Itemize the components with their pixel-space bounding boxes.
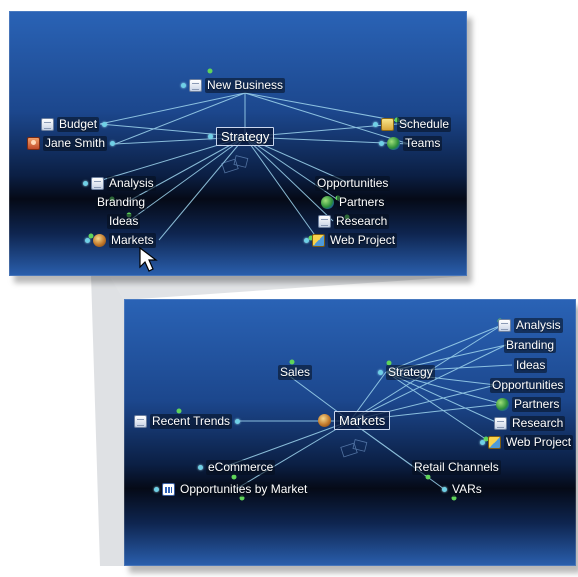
web-project-icon bbox=[488, 436, 501, 449]
document-icon bbox=[498, 319, 511, 332]
node-handle[interactable] bbox=[378, 370, 383, 375]
node-research[interactable]: Research bbox=[494, 416, 566, 431]
node-label: Analysis bbox=[107, 176, 156, 191]
node-opportunities-by-market[interactable]: Opportunities by Market bbox=[154, 482, 310, 497]
node-label: Schedule bbox=[397, 117, 452, 132]
node-handle[interactable] bbox=[442, 487, 447, 492]
node-label: Web Project bbox=[328, 233, 398, 248]
node-handle[interactable] bbox=[304, 238, 309, 243]
node-label: Budget bbox=[57, 117, 100, 132]
overview-map-panel[interactable]: Strategy New Business Budget Jane Smith … bbox=[9, 11, 467, 276]
node-label: Opportunities bbox=[315, 176, 391, 191]
node-label: Retail Channels bbox=[412, 460, 501, 475]
web-project-icon bbox=[312, 234, 325, 247]
node-label: Markets bbox=[109, 233, 156, 248]
node-teams[interactable]: Teams bbox=[379, 136, 443, 151]
document-icon bbox=[189, 79, 202, 92]
node-handle[interactable] bbox=[110, 141, 116, 146]
node-handle[interactable] bbox=[154, 487, 159, 492]
node-recent-trends[interactable]: Recent Trends bbox=[134, 414, 241, 429]
spreadsheet-icon bbox=[381, 118, 394, 131]
node-vars[interactable]: VARs bbox=[442, 482, 484, 497]
node-analysis[interactable]: Analysis bbox=[83, 176, 156, 191]
node-label: Opportunities bbox=[490, 378, 566, 393]
globe-icon bbox=[93, 234, 106, 247]
node-label: Research bbox=[334, 214, 390, 229]
document-icon bbox=[494, 417, 507, 430]
node-label: Research bbox=[510, 416, 566, 431]
node-label: Jane Smith bbox=[43, 136, 108, 151]
node-handle[interactable] bbox=[181, 83, 186, 88]
contact-card-icon bbox=[27, 137, 40, 150]
node-partners[interactable]: Partners bbox=[496, 397, 562, 412]
node-branding[interactable]: Branding bbox=[95, 195, 148, 210]
node-label: Web Project bbox=[504, 435, 574, 450]
document-icon bbox=[318, 215, 331, 228]
node-handle[interactable] bbox=[379, 141, 384, 146]
node-label: Teams bbox=[403, 136, 443, 151]
node-web-project[interactable]: Web Project bbox=[304, 233, 398, 248]
node-handle[interactable] bbox=[235, 419, 241, 424]
node-retail-channels[interactable]: Retail Channels bbox=[412, 460, 501, 475]
node-markets[interactable]: Markets bbox=[85, 233, 156, 248]
node-sales[interactable]: Sales bbox=[278, 365, 313, 380]
node-label: Branding bbox=[95, 195, 148, 210]
node-ideas[interactable]: Ideas bbox=[514, 358, 548, 373]
node-label: Partners bbox=[512, 397, 562, 412]
node-label: Partners bbox=[337, 195, 387, 210]
node-handle[interactable] bbox=[198, 465, 203, 470]
node-handle[interactable] bbox=[85, 238, 90, 243]
node-markets-center[interactable]: Markets bbox=[318, 411, 391, 430]
node-handle[interactable] bbox=[480, 440, 485, 445]
node-ideas[interactable]: Ideas bbox=[107, 214, 141, 229]
node-partners[interactable]: Partners bbox=[321, 195, 387, 210]
node-analysis[interactable]: Analysis bbox=[498, 318, 563, 333]
document-icon bbox=[41, 118, 54, 131]
mouse-pointer-icon bbox=[139, 247, 158, 272]
node-strategy[interactable]: Strategy bbox=[208, 127, 275, 146]
node-jane-smith[interactable]: Jane Smith bbox=[27, 136, 116, 151]
node-new-business[interactable]: New Business bbox=[181, 78, 286, 93]
document-icon bbox=[91, 177, 104, 190]
node-label: Strategy bbox=[216, 127, 275, 146]
node-handle[interactable] bbox=[373, 122, 378, 127]
node-label: New Business bbox=[205, 78, 286, 93]
node-label: eCommerce bbox=[206, 460, 276, 475]
node-handle[interactable] bbox=[102, 122, 108, 127]
node-label: Branding bbox=[504, 338, 557, 353]
team-icon bbox=[387, 137, 400, 150]
node-strategy[interactable]: Strategy bbox=[378, 365, 435, 380]
globe-icon bbox=[318, 414, 331, 427]
node-schedule[interactable]: Schedule bbox=[373, 117, 452, 132]
zoomed-map-panel[interactable]: Markets Sales Strategy Recent Trends eCo… bbox=[124, 299, 576, 566]
node-opportunities[interactable]: Opportunities bbox=[490, 378, 566, 393]
node-label: Ideas bbox=[514, 358, 548, 373]
node-handle[interactable] bbox=[208, 134, 213, 139]
node-handle[interactable] bbox=[83, 181, 88, 186]
node-opportunities[interactable]: Opportunities bbox=[315, 176, 391, 191]
chart-icon bbox=[162, 483, 175, 496]
node-label: Opportunities by Market bbox=[178, 482, 310, 497]
node-label: Analysis bbox=[514, 318, 563, 333]
node-label: Sales bbox=[278, 365, 313, 380]
node-label: Markets bbox=[334, 411, 391, 430]
document-icon bbox=[134, 415, 147, 428]
node-web-project[interactable]: Web Project bbox=[480, 435, 574, 450]
team-icon bbox=[496, 398, 509, 411]
node-ecommerce[interactable]: eCommerce bbox=[198, 460, 276, 475]
node-branding[interactable]: Branding bbox=[504, 338, 557, 353]
node-label: Strategy bbox=[386, 365, 435, 380]
node-label: Recent Trends bbox=[150, 414, 233, 429]
node-label: VARs bbox=[450, 482, 484, 497]
node-research[interactable]: Research bbox=[318, 214, 390, 229]
team-icon bbox=[321, 196, 334, 209]
node-label: Ideas bbox=[107, 214, 141, 229]
node-budget[interactable]: Budget bbox=[41, 117, 108, 132]
